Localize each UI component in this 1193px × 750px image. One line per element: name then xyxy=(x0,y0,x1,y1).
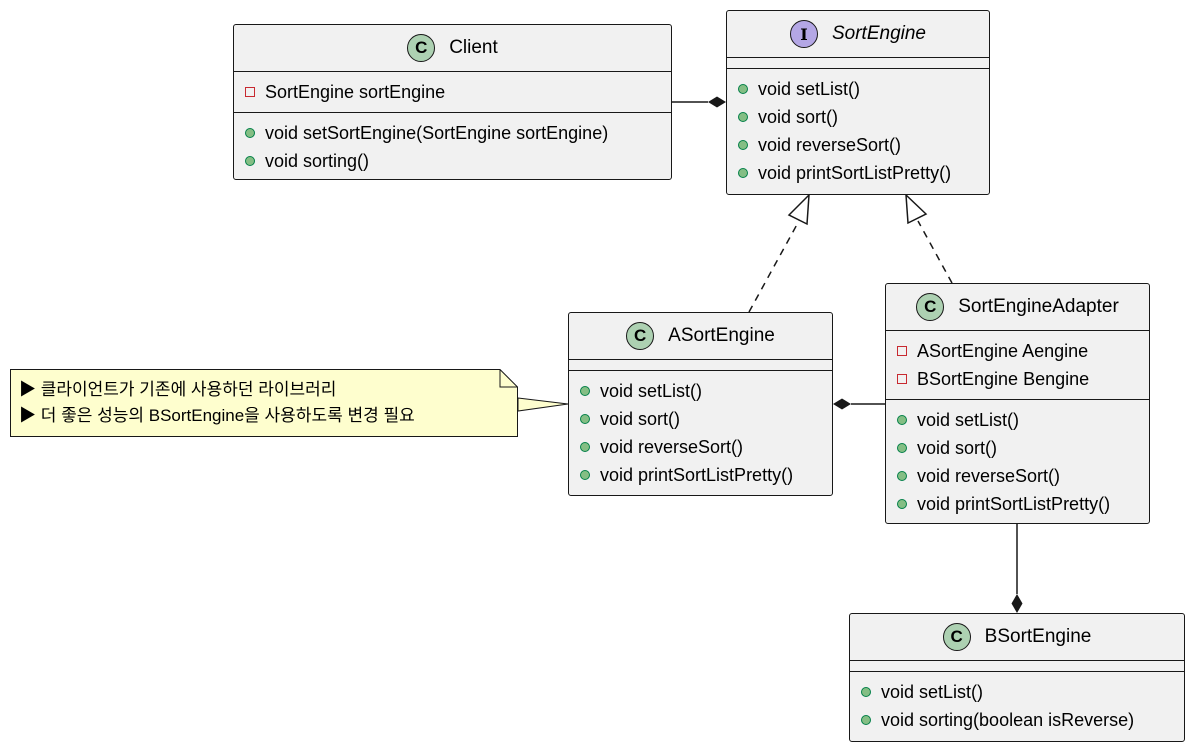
private-field-icon xyxy=(245,87,255,97)
methods-section: void setSortEngine(SortEngine sortEngine… xyxy=(234,113,671,181)
interface-stereotype-icon: I xyxy=(789,20,818,48)
class-header: C SortEngineAdapter xyxy=(886,284,1149,331)
public-method-icon xyxy=(738,112,748,122)
composition-diamond xyxy=(833,398,851,410)
note[interactable]: ▶ 클라이언트가 기존에 사용하던 라이브러리 ▶ 더 좋은 성능의 BSort… xyxy=(10,369,518,437)
fields-section: ASortEngine Aengine BSortEngine Bengine xyxy=(886,331,1149,400)
methods-section: void setList() void sort() void reverseS… xyxy=(569,371,832,495)
field: SortEngine sortEngine xyxy=(265,81,446,102)
methods-section: void setList() void sort() void reverseS… xyxy=(727,69,989,193)
class-name: ASortEngine xyxy=(668,325,775,346)
class-header: I SortEngine xyxy=(727,11,989,58)
public-method-icon xyxy=(245,156,255,166)
method: void reverseSort() xyxy=(600,436,744,457)
field: BSortEngine Bengine xyxy=(917,368,1090,389)
method: void printSortListPretty() xyxy=(600,464,794,485)
public-method-icon xyxy=(897,443,907,453)
method: void sorting(boolean isReverse) xyxy=(881,709,1135,730)
public-method-icon xyxy=(897,471,907,481)
adapter-realization-line xyxy=(917,220,953,284)
class-bsortengine[interactable]: C BSortEngine void setList() void sortin… xyxy=(849,613,1185,742)
public-method-icon xyxy=(580,386,590,396)
class-name: SortEngine xyxy=(831,23,926,44)
class-sortengineadapter[interactable]: C SortEngineAdapter ASortEngine Aengine … xyxy=(885,283,1150,524)
composition-diamond xyxy=(708,96,726,108)
method: void setList() xyxy=(881,681,984,702)
field: ASortEngine Aengine xyxy=(917,340,1089,361)
method: void sort() xyxy=(600,408,681,429)
realization-arrowhead xyxy=(787,193,810,226)
public-method-icon xyxy=(738,168,748,178)
public-method-icon xyxy=(861,715,871,725)
method: void setList() xyxy=(758,78,861,99)
class-client[interactable]: C Client SortEngine sortEngine void setS… xyxy=(233,24,672,180)
method: void reverseSort() xyxy=(917,465,1061,486)
class-stereotype-icon: C xyxy=(407,34,436,62)
fields-section xyxy=(850,661,1184,672)
class-header: C ASortEngine xyxy=(569,313,832,360)
note-shape xyxy=(10,369,518,437)
note-connector xyxy=(517,397,569,412)
class-stereotype-icon: C xyxy=(626,322,655,350)
class-name: BSortEngine xyxy=(984,626,1092,647)
class-header: C Client xyxy=(234,25,671,72)
method: void reverseSort() xyxy=(758,134,902,155)
note-line: ▶ 더 좋은 성능의 BSortEngine을 사용하도록 변경 필요 xyxy=(19,406,415,425)
method: void setSortEngine(SortEngine sortEngine… xyxy=(265,122,609,143)
realization-arrowhead xyxy=(905,193,928,225)
interface-sortengine[interactable]: I SortEngine void setList() void sort() … xyxy=(726,10,990,195)
method: void setList() xyxy=(917,409,1020,430)
class-stereotype-icon: C xyxy=(942,623,971,651)
private-field-icon xyxy=(897,374,907,384)
method: void sort() xyxy=(758,106,839,127)
class-name: Client xyxy=(449,37,498,58)
public-method-icon xyxy=(580,442,590,452)
class-header: C BSortEngine xyxy=(850,614,1184,661)
fields-section xyxy=(569,360,832,371)
note-line: ▶ 클라이언트가 기존에 사용하던 라이브러리 xyxy=(19,380,337,399)
composition-diamond xyxy=(1011,594,1023,613)
asortengine-realization-line xyxy=(748,218,801,313)
class-asortengine[interactable]: C ASortEngine void setList() void sort()… xyxy=(568,312,833,496)
private-field-icon xyxy=(897,346,907,356)
public-method-icon xyxy=(738,140,748,150)
public-method-icon xyxy=(897,499,907,509)
method: void printSortListPretty() xyxy=(917,493,1111,514)
method: void setList() xyxy=(600,380,703,401)
method: void sorting() xyxy=(265,150,370,171)
public-method-icon xyxy=(738,84,748,94)
fields-section xyxy=(727,58,989,69)
methods-section: void setList() void sorting(boolean isRe… xyxy=(850,672,1184,740)
public-method-icon xyxy=(580,470,590,480)
methods-section: void setList() void sort() void reverseS… xyxy=(886,400,1149,524)
method: void printSortListPretty() xyxy=(758,162,952,183)
note-text: ▶ 클라이언트가 기존에 사용하던 라이브러리 ▶ 더 좋은 성능의 BSort… xyxy=(19,377,415,429)
class-stereotype-icon: C xyxy=(916,293,945,321)
public-method-icon xyxy=(580,414,590,424)
public-method-icon xyxy=(245,128,255,138)
public-method-icon xyxy=(861,687,871,697)
method: void sort() xyxy=(917,437,998,458)
public-method-icon xyxy=(897,415,907,425)
class-name: SortEngineAdapter xyxy=(958,296,1119,317)
fields-section: SortEngine sortEngine xyxy=(234,72,671,113)
